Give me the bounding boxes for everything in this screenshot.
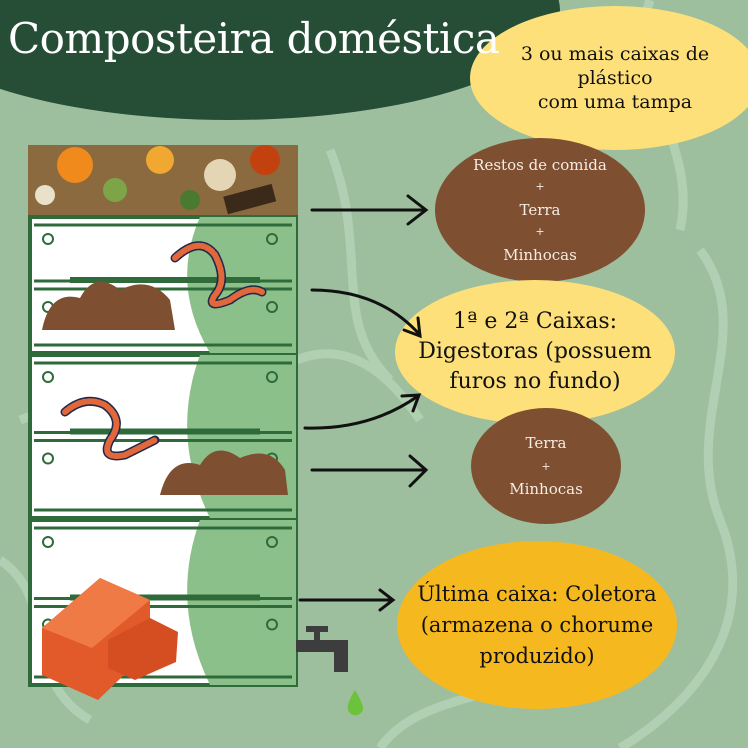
bubble-line: + — [535, 225, 545, 239]
bubble-line: plástico — [577, 67, 653, 89]
bubble-line: (armazena o chorume — [420, 612, 654, 637]
box-handle — [70, 428, 260, 435]
bubble-line: Terra — [519, 200, 561, 219]
bubble-line: furos no fundo) — [449, 369, 621, 394]
soil-heap-top — [42, 281, 175, 330]
screw-icon — [266, 371, 278, 383]
compost-box-stack — [28, 145, 364, 716]
arrows — [298, 194, 429, 612]
bubble-collector-bg — [397, 541, 677, 709]
arrow-icon — [310, 194, 429, 226]
screw-icon — [266, 233, 278, 245]
bubble-line: 3 ou mais caixas de — [520, 43, 710, 65]
bubble-line: + — [535, 180, 545, 194]
bubble-line: Terra — [525, 433, 567, 452]
arrow-icon — [310, 288, 422, 339]
bubble-second-layer-bg — [471, 408, 621, 524]
bricks-icon — [42, 578, 178, 700]
drop-icon — [347, 690, 364, 716]
screw-icon — [42, 233, 54, 245]
tap-icon — [296, 626, 348, 672]
screw-icon — [266, 301, 278, 313]
box-shade — [187, 217, 296, 353]
bubble-collector: Última caixa: Coletora (armazena o choru… — [397, 560, 677, 690]
bubble-line: Minhocas — [503, 245, 577, 264]
bubble-line: 1ª e 2ª Caixas: — [452, 309, 618, 334]
bubble-boxes-bg — [470, 6, 748, 150]
soil-heap-middle — [160, 450, 288, 495]
screw-icon — [42, 536, 54, 548]
arrow-icon — [310, 454, 429, 488]
page-title: Composteira doméstica — [8, 14, 500, 63]
screw-icon — [42, 452, 54, 465]
food-scraps-details — [35, 145, 280, 215]
screw-icon — [42, 371, 54, 383]
bubble-line: Última caixa: Coletora — [417, 581, 657, 606]
bubble-line: com uma tampa — [537, 91, 693, 113]
screw-icon — [266, 536, 278, 548]
box-handle — [70, 594, 260, 601]
bubble-second-layer: Terra + Minhocas — [476, 418, 616, 514]
bubble-line: + — [541, 459, 551, 473]
bubble-digesters: 1ª e 2ª Caixas: Digestoras (possuem furo… — [400, 290, 670, 414]
arrow-icon — [303, 393, 422, 430]
bubble-boxes: 3 ou mais caixas de plástico com uma tam… — [480, 18, 748, 138]
bubble-digesters-bg — [395, 280, 675, 424]
title-background — [0, 0, 560, 120]
box-shade — [187, 520, 296, 685]
bubble-first-layer: Restos de comida + Terra + Minhocas — [440, 148, 640, 272]
bubble-line: produzido) — [479, 643, 595, 668]
bubble-first-layer-bg — [435, 138, 645, 282]
box-handle — [70, 277, 260, 283]
bubble-line: Digestoras (possuem — [418, 339, 652, 364]
bubble-line: Minhocas — [509, 479, 583, 498]
bubble-line: Restos de comida — [473, 155, 607, 174]
screw-icon — [266, 618, 278, 631]
arrow-icon — [298, 588, 396, 612]
